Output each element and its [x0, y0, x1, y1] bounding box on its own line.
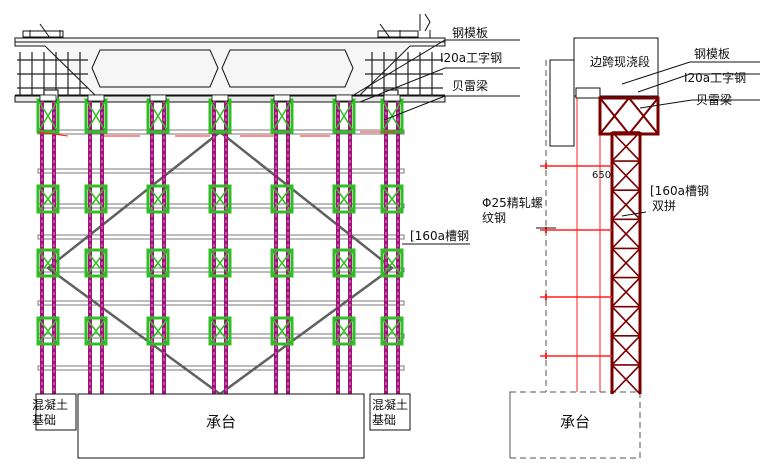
pier-column-1 — [36, 94, 60, 394]
left-elevation-view: 混凝土 基础 混凝土 基础 承台 钢模板 I20a工字钢 贝雷梁 [160a槽钢 — [14, 13, 520, 459]
section-top-block — [549, 37, 659, 147]
bailey-block — [146, 316, 170, 346]
bailey-block — [332, 184, 356, 214]
left-callout-channel: [160a槽钢 — [410, 229, 469, 243]
bailey-block — [36, 248, 60, 278]
tower-panel-1 — [611, 131, 641, 162]
existing-pier-dashed-outline — [509, 60, 641, 459]
lattice-tower — [598, 96, 660, 395]
left-callout-steel-formwork: 钢模板 — [452, 26, 488, 40]
section-dimension-label: 650 — [592, 170, 611, 181]
left-callout-i-beam: I20a工字钢 — [440, 50, 502, 65]
bailey-block — [332, 316, 356, 346]
bailey-block — [270, 248, 294, 278]
pier-column-7 — [380, 94, 404, 394]
tie-bar-2 — [37, 168, 405, 174]
right-callout-channel-line1: [160a槽钢 — [650, 184, 709, 198]
tower-panel-8 — [611, 334, 641, 366]
right-foundation-label-line1: 混凝土 — [372, 397, 408, 412]
left-callout-bailey-beam: 贝雷梁 — [452, 78, 488, 93]
tower-panel-9 — [611, 364, 641, 395]
pier-column-5 — [270, 94, 294, 394]
right-base-label: 承台 — [560, 413, 590, 431]
bailey-block — [380, 248, 404, 278]
bailey-block — [146, 184, 170, 214]
bailey-block — [208, 316, 232, 346]
right-callout-steel-formwork: 钢模板 — [694, 47, 730, 61]
pier-column-4 — [208, 94, 232, 394]
right-section-view: 边跨现浇段 650 承台 钢模板 I20a工字钢 贝雷梁 Φ25精轧螺 纹钢 [… — [482, 37, 760, 459]
bailey-block — [84, 316, 108, 346]
bailey-block — [208, 248, 232, 278]
right-foundation-label-line2: 基础 — [372, 413, 396, 427]
red-tie-lines — [37, 131, 395, 137]
right-callout-channel-line2: 双拼 — [652, 199, 676, 213]
bailey-block — [208, 184, 232, 214]
right-callout-leaders — [536, 61, 760, 229]
bailey-block — [36, 316, 60, 346]
pier-column-2 — [84, 94, 108, 394]
right-callout-bailey-beam: 贝雷梁 — [696, 92, 732, 107]
bailey-block — [332, 248, 356, 278]
tower-panel-4 — [611, 218, 641, 249]
right-callout-rebar-line1: Φ25精轧螺 — [482, 196, 543, 210]
bailey-block — [36, 184, 60, 214]
tower-panel-2 — [611, 160, 641, 191]
foundations — [35, 393, 411, 459]
bailey-block — [380, 184, 404, 214]
section-guide-lines — [576, 98, 601, 392]
bailey-block — [84, 248, 108, 278]
left-callout-leaders — [351, 39, 520, 245]
rebar-ties — [540, 163, 612, 359]
pier-column-6 — [332, 94, 356, 394]
left-base-label: 承台 — [206, 413, 236, 431]
steel-pier-columns — [36, 94, 404, 394]
bailey-block — [84, 184, 108, 214]
right-callout-i-beam: I20a工字钢 — [684, 70, 746, 85]
section-top-box-label: 边跨现浇段 — [590, 54, 650, 69]
tower-panel-3 — [611, 189, 641, 220]
tie-bar-8 — [37, 365, 405, 371]
tie-bar-4 — [37, 234, 405, 240]
tower-panel-7 — [611, 305, 641, 337]
bailey-block — [380, 316, 404, 346]
bailey-block — [146, 248, 170, 278]
left-foundation-label-line2: 基础 — [32, 413, 56, 427]
tie-bar-6 — [37, 300, 405, 306]
tower-panel-5 — [611, 247, 641, 279]
bailey-block — [270, 184, 294, 214]
left-foundation-label-line1: 混凝土 — [32, 397, 68, 412]
tower-head — [598, 96, 660, 136]
tower-panel-6 — [611, 276, 641, 308]
bailey-block — [270, 316, 294, 346]
right-callout-rebar-line2: 纹钢 — [482, 211, 506, 225]
pier-column-3 — [146, 94, 170, 394]
